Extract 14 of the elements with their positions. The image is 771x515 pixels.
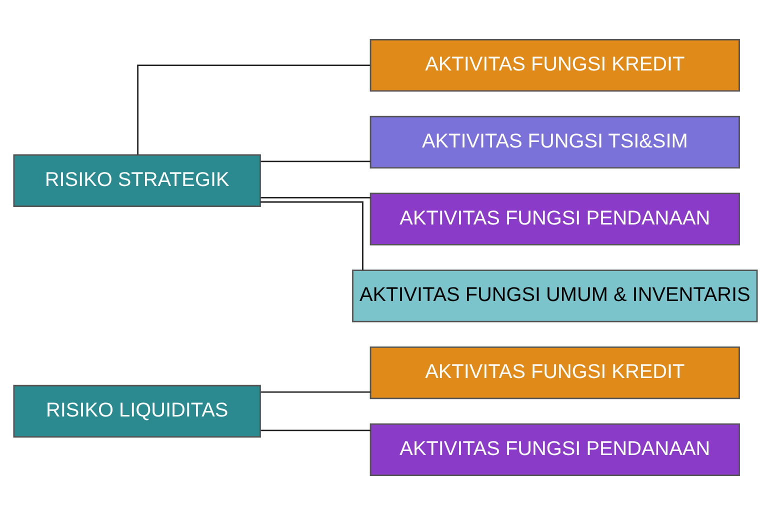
connector — [260, 201, 364, 270]
connector — [260, 391, 370, 393]
connector — [260, 430, 370, 432]
node-box: AKTIVITAS FUNGSI PENDANAAN — [370, 423, 740, 476]
node-box: AKTIVITAS FUNGSI TSI&SIM — [370, 116, 740, 169]
connector — [260, 197, 370, 198]
node-box: RISIKO LIQUIDITAS — [13, 384, 261, 438]
node-box: AKTIVITAS FUNGSI PENDANAAN — [370, 192, 740, 246]
node-box: AKTIVITAS FUNGSI KREDIT — [370, 38, 740, 92]
connector — [137, 64, 370, 154]
node-box: AKTIVITAS FUNGSI UMUM & INVENTARIS — [352, 270, 758, 322]
node-box: AKTIVITAS FUNGSI KREDIT — [370, 346, 740, 400]
node-box: RISIKO STRATEGIK — [13, 154, 261, 207]
connector — [260, 160, 370, 162]
